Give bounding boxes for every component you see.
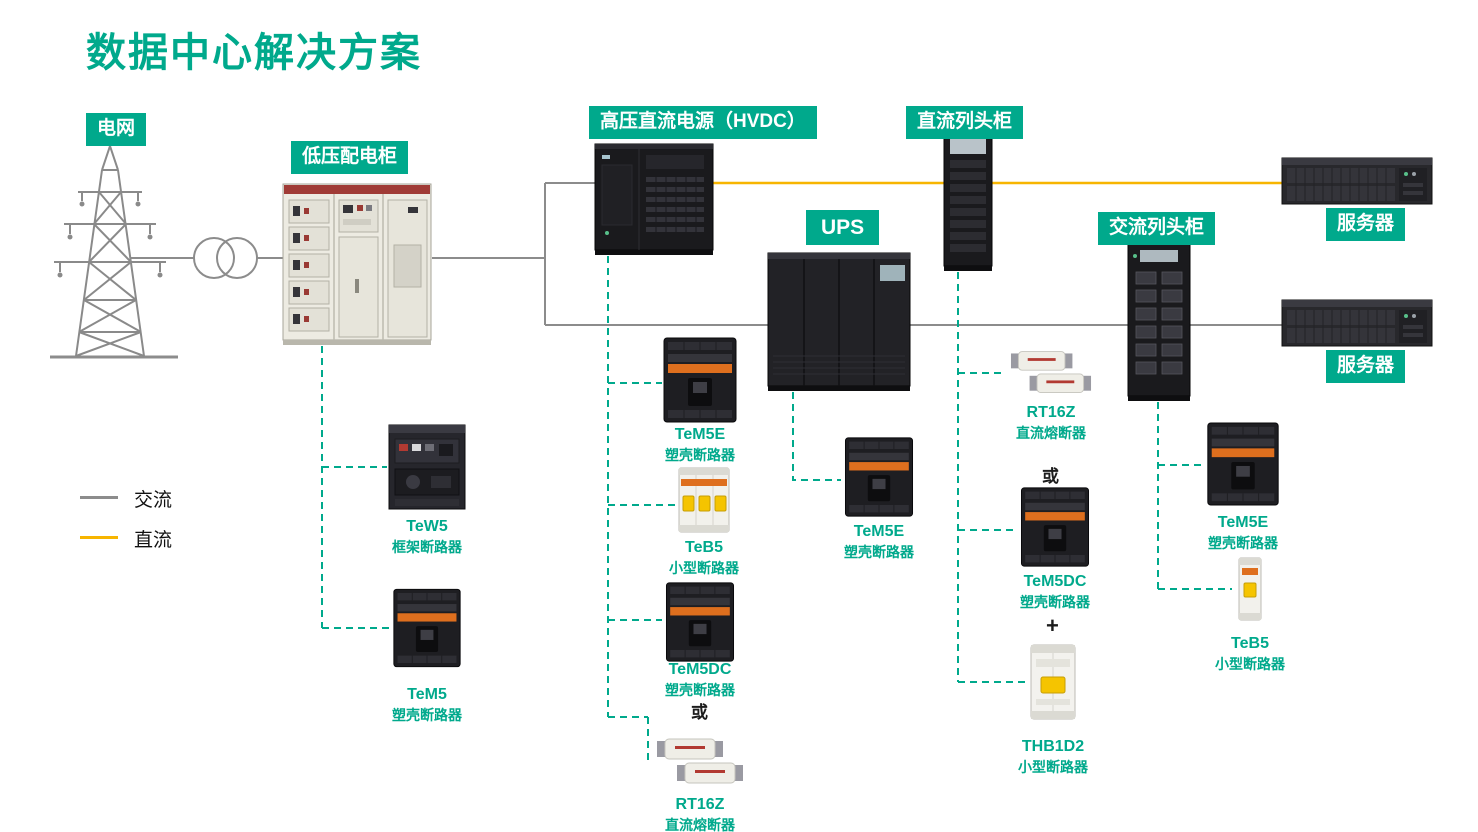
plus-operator: + [1046,613,1059,638]
legend-ac-line [80,496,118,499]
product-type: 塑壳断路器 [844,543,914,560]
label-ups: UPS [806,210,880,246]
product-name: TeB5 [1231,635,1269,652]
tem5dc-hvdc-breaker-image [665,582,735,662]
teb5-hvdc-breaker-image [678,467,730,533]
label-grid: 电网 [86,113,147,146]
product-type: 塑壳断路器 [665,446,735,463]
tem5e-hvdc-breaker-image [663,337,737,423]
label-lv-cabinet: 低压配电柜 [291,141,409,174]
transmission-tower-image [54,142,166,357]
product-label-teb5-hvdc: TeB5 小型断路器 [648,537,760,577]
product-label-thb1d2: THB1D2 小型断路器 [997,736,1109,776]
product-type: 塑壳断路器 [665,681,735,698]
or-operator-dc: 或 [1042,467,1059,486]
lv-distribution-cabinet-image [282,183,432,345]
product-name: TeB5 [685,539,723,556]
product-type: 框架断路器 [392,538,462,555]
product-label-tem5: TeM5 塑壳断路器 [367,684,487,724]
product-type: 小型断路器 [1018,758,1088,775]
tem5e-ac-breaker-image [1207,422,1279,506]
thb1d2-breaker-image [1030,644,1076,720]
product-type: 塑壳断路器 [1020,593,1090,610]
product-name: TeM5DC [1023,573,1087,590]
hvdc-power-cabinet-image [594,143,714,255]
product-type: 塑壳断路器 [392,706,462,723]
legend-dc-line [80,536,118,539]
product-name: TeM5 [407,686,447,703]
server-rack-top-image [1281,157,1433,205]
label-server-bottom: 服务器 [1326,350,1406,383]
product-name: TeW5 [406,518,448,535]
transformer-symbol [193,237,258,279]
legend-dc-label: 直流 [134,530,173,551]
rt16z-dc-fuse-image [1010,351,1092,394]
product-type: 小型断路器 [669,559,739,576]
product-label-rt16z-dc: RT16Z 直流熔断器 [996,402,1106,442]
teb5-ac-breaker-image [1238,557,1262,621]
product-callout-lines [321,256,1232,760]
product-type: 小型断路器 [1215,655,1285,672]
rt16z-hvdc-fuse-image [656,738,744,784]
product-name: TeM5E [853,523,905,540]
label-hvdc: 高压直流电源（HVDC） [589,106,817,139]
product-name: TeM5DC [668,661,732,678]
server-rack-bottom-image [1281,299,1433,347]
dc-row-head-cabinet-image [943,132,993,271]
product-label-rt16z-hvdc: RT16Z 直流熔断器 [644,794,756,832]
tew5-frame-breaker-image [388,424,466,510]
tem5-breaker-image [393,588,461,668]
label-dc-row: 直流列头柜 [906,106,1024,139]
product-label-tew5: TeW5 框架断路器 [372,516,482,556]
product-label-tem5e-hvdc: TeM5E 塑壳断路器 [646,424,754,464]
product-label-tem5dc-hvdc: TeM5DC 塑壳断路器 [640,659,760,699]
product-type: 塑壳断路器 [1208,534,1278,551]
product-type: 直流熔断器 [1016,424,1086,441]
ups-cabinet-image [767,252,911,391]
product-name: TeM5E [1217,514,1269,531]
product-label-teb5-ac: TeB5 小型断路器 [1196,633,1304,673]
product-name: RT16Z [1026,404,1076,421]
product-name: RT16Z [675,796,725,813]
product-type: 直流熔断器 [665,816,735,832]
label-server-top: 服务器 [1326,208,1406,241]
product-label-tem5e-ac: TeM5E 塑壳断路器 [1190,512,1296,552]
tem5e-ups-breaker-image [844,437,914,517]
product-label-tem5dc-dc: TeM5DC 塑壳断路器 [996,571,1114,611]
label-ac-row: 交流列头柜 [1098,212,1216,245]
product-name: TeM5E [674,426,726,443]
legend-ac-label: 交流 [134,490,173,511]
ac-row-head-cabinet-image [1127,242,1191,401]
product-label-tem5e-ups: TeM5E 塑壳断路器 [826,521,932,561]
or-operator-hvdc: 或 [691,703,708,722]
page-title: 数据中心解决方案 [86,31,422,75]
tem5dc-dc-breaker-image [1020,487,1090,567]
product-name: THB1D2 [1021,738,1085,755]
